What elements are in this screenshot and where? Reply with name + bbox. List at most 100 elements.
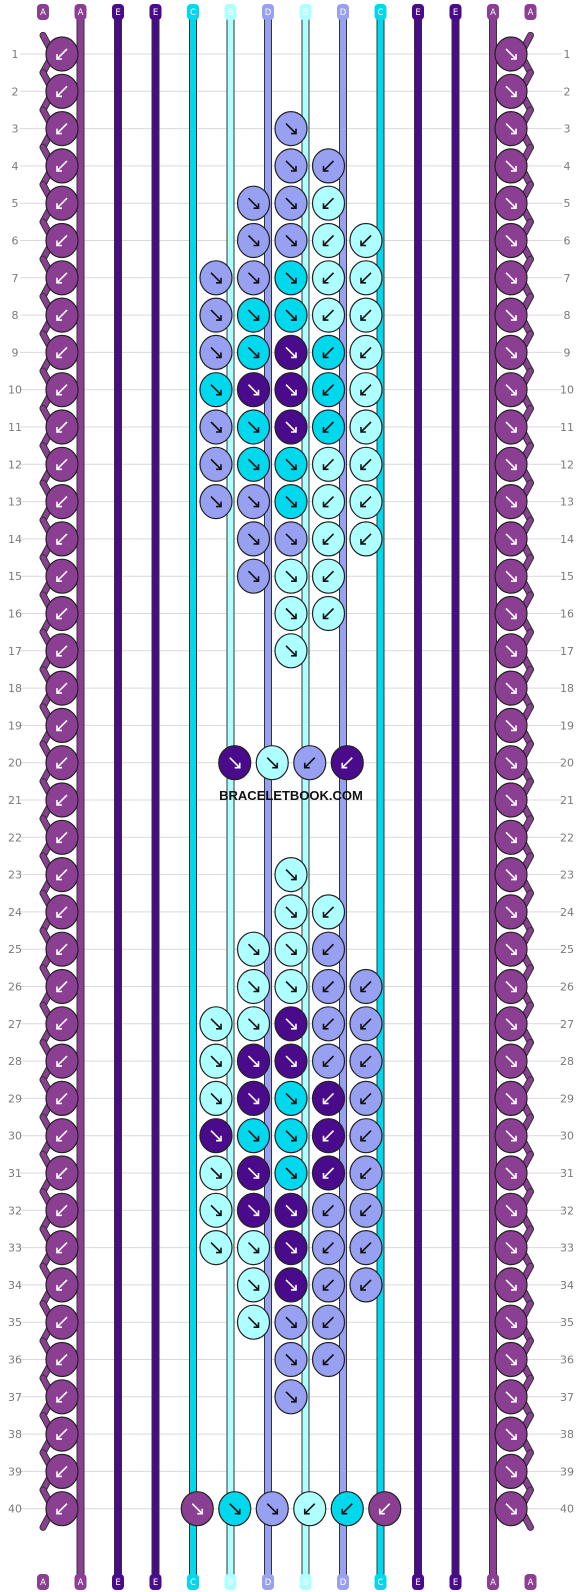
knot-arrow	[56, 533, 68, 545]
knot	[199, 446, 233, 482]
knot-arrow	[285, 234, 297, 247]
knot-arrowhead	[291, 501, 297, 508]
knot-arrow	[56, 384, 68, 396]
knot-arrow	[505, 645, 517, 657]
knot-arrow	[322, 943, 335, 955]
knot-arrow	[505, 48, 517, 60]
knot-arrowhead	[511, 1322, 517, 1328]
knot	[236, 1304, 271, 1340]
row-number-left: 1	[12, 48, 19, 61]
knot-arrowhead	[291, 1396, 297, 1403]
knot	[311, 372, 346, 408]
knot-arrowhead	[511, 650, 517, 657]
knot-arrowhead	[322, 352, 329, 359]
knot-arrow	[360, 1279, 372, 1291]
knot	[311, 1192, 346, 1228]
string-bottom-label: C	[190, 1578, 196, 1588]
knot-arrow	[322, 1316, 335, 1328]
knot-arrowhead	[291, 1322, 297, 1328]
knot-arrowhead	[322, 427, 329, 433]
knot-arrow	[56, 645, 68, 657]
row-number-right: 10	[560, 384, 574, 397]
knot-arrow	[56, 980, 68, 993]
knot-arrowhead	[360, 1247, 366, 1254]
knot-arrow	[360, 384, 372, 396]
knot-arrowhead	[253, 1173, 260, 1179]
knot-arrow	[56, 85, 68, 97]
knot-arrow	[56, 906, 68, 918]
knot-arrow	[285, 1204, 297, 1216]
knot-arrowhead	[56, 1434, 62, 1440]
knot-arrowhead	[216, 427, 222, 433]
knot	[494, 1118, 528, 1154]
knot-arrow	[285, 1018, 297, 1030]
string-top-label: E	[453, 8, 458, 18]
knot	[218, 745, 252, 781]
knot-arrow	[285, 533, 297, 545]
knot	[274, 1379, 308, 1415]
string-top-label: B	[228, 8, 234, 18]
knot-arrowhead	[291, 538, 297, 545]
knot-arrow	[360, 496, 372, 508]
knot-arrowhead	[511, 1434, 517, 1440]
knot-arrowhead	[56, 352, 62, 359]
knot	[45, 372, 79, 408]
knot-arrowhead	[216, 1210, 222, 1217]
knot-arrowhead	[291, 1359, 297, 1366]
knot-arrow	[247, 1279, 260, 1291]
knot	[494, 372, 528, 408]
knot-arrowhead	[56, 277, 62, 284]
knot	[199, 372, 233, 408]
string-bottom-label: E	[453, 1578, 458, 1588]
knot	[349, 446, 383, 482]
knot	[45, 1491, 79, 1527]
knot-arrow	[285, 570, 297, 582]
knot-arrow	[360, 272, 372, 284]
knot-arrowhead	[56, 762, 62, 769]
knot-arrowhead	[322, 613, 329, 620]
knot-arrow	[341, 1503, 353, 1515]
knot	[494, 745, 528, 781]
string-bottom-badge	[187, 1574, 199, 1590]
string-top-label: D	[340, 8, 347, 18]
knot	[494, 1491, 528, 1527]
knot-arrow	[360, 1018, 372, 1030]
knot-arrow	[56, 719, 68, 731]
knot-arrowhead	[511, 1247, 517, 1254]
knot-arrowhead	[56, 1247, 62, 1254]
knot-arrow	[322, 533, 335, 545]
knot-arrowhead	[322, 464, 329, 471]
knot	[45, 521, 79, 557]
knot	[199, 1080, 233, 1117]
knot-arrowhead	[511, 501, 517, 508]
knot	[311, 260, 346, 296]
knot	[494, 1080, 528, 1117]
string-top-label: A	[490, 8, 496, 18]
knot	[236, 334, 271, 370]
knot	[199, 484, 233, 520]
string-bottom-badge	[412, 1574, 424, 1590]
knot-arrowhead	[253, 1247, 260, 1254]
knot	[274, 372, 308, 408]
knot	[218, 1491, 252, 1527]
knot-arrowhead	[253, 1210, 260, 1217]
knot	[494, 521, 528, 557]
knot-arrowhead	[253, 1322, 260, 1328]
knot	[236, 297, 271, 333]
knot-arrowhead	[56, 501, 62, 508]
knot-arrowhead	[341, 1508, 348, 1515]
knot	[199, 1229, 233, 1266]
knot-arrowhead	[360, 389, 366, 396]
knot	[349, 222, 383, 259]
string-bottom-label: A	[528, 1578, 534, 1588]
knot-arrow	[360, 533, 372, 545]
string-bottom-label: B	[228, 1578, 234, 1588]
knot-arrowhead	[511, 837, 517, 844]
knot	[349, 1118, 383, 1154]
row-number-left: 19	[8, 719, 22, 732]
knot-arrowhead	[272, 762, 279, 769]
knot-arrowhead	[511, 576, 517, 583]
knot	[45, 222, 79, 259]
knot-arrow	[360, 1242, 372, 1254]
knot	[274, 484, 308, 520]
